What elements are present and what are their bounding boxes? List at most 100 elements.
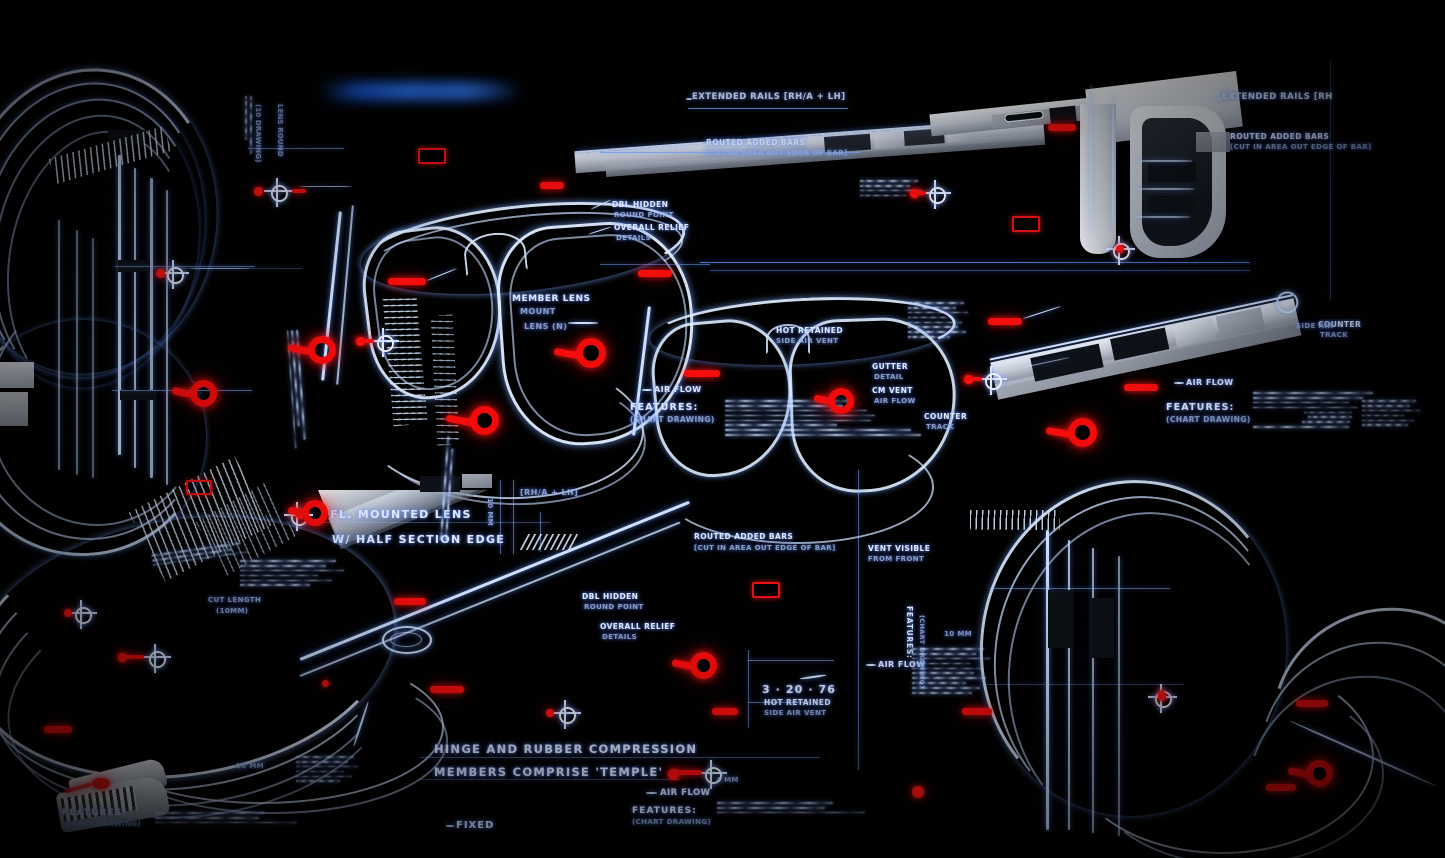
callout-tag[interactable] (712, 708, 738, 715)
label-hinge-line-1: HINGE AND RUBBER COMPRESSION (434, 742, 698, 756)
label-hot-retained-b: HOT RETAINED (764, 698, 831, 707)
label-date-stamp: 3 · 20 · 76 (762, 683, 837, 696)
label-hot-retained: HOT RETAINED (776, 326, 843, 335)
callout-crosshair[interactable] (1104, 234, 1136, 266)
label-routed-added-bars-mid: ROUTED ADDED BARS (694, 532, 794, 541)
divider-vertical-center (858, 470, 859, 770)
callout-crosshair[interactable] (118, 642, 172, 674)
features-subheading: (CHART DRAWING) (630, 415, 715, 424)
callout-tag[interactable] (540, 182, 564, 189)
callout-tag[interactable] (1266, 784, 1296, 791)
callout-tag[interactable] (638, 270, 672, 277)
features-heading-bottom-center: FEATURES: (632, 806, 697, 816)
features-heading-bottom-left: FEATURES: (62, 808, 127, 818)
callout-crosshair[interactable] (356, 326, 400, 358)
features-block-bottom-left: FEATURES: (CHART DRAWING) (62, 808, 141, 828)
callout-dot[interactable] (322, 680, 329, 687)
callout-box[interactable] (186, 480, 212, 495)
features-subheading-bottom-center: (CHART DRAWING) (632, 818, 712, 826)
callout-box[interactable] (1012, 216, 1040, 232)
features-block-right: FEATURES: (CHART DRAWING) (1166, 402, 1251, 424)
features-heading: FEATURES: (630, 402, 699, 413)
label-hot-retained-b-sub: SIDE AIR VENT (764, 709, 827, 717)
label-air-flow-1: AIR FLOW (1186, 378, 1234, 387)
label-twenty-mm: 20 MM (236, 762, 265, 770)
label-dbl-hidden-2-sub: ROUND POINT (584, 603, 644, 611)
label-dbl-hidden: DBL HIDDEN (612, 200, 669, 209)
scribble-notes-left-col (240, 560, 344, 589)
callout-tag[interactable] (684, 370, 720, 377)
label-overall-relief: OVERALL RELIEF (614, 223, 690, 232)
scribble-dimension-topleft (242, 96, 252, 154)
label-hinge-line-2: MEMBERS COMPRISE 'TEMPLE' (434, 765, 664, 779)
scribble-notes-bottom-left (296, 756, 358, 785)
label-fixed: FIXED (456, 820, 495, 831)
features-items-bottom-left (146, 812, 297, 827)
features-block-bottom-right: FEATURES: (CHART DRAWING) (905, 606, 999, 688)
label-side-air: SIDE AIR (1296, 322, 1334, 330)
callout-tag[interactable] (988, 318, 1022, 325)
label-vent-visible-sub: FROM FRONT (868, 555, 925, 563)
callout-crosshair[interactable] (546, 698, 582, 730)
callout-crosshair[interactable] (254, 176, 306, 208)
label-routed-added-bars-right-sub: [CUT IN AREA OUT EDGE OF BAR] (1230, 143, 1372, 151)
label-overall-relief-sub: DETAILS (616, 234, 652, 242)
features-subheading-right: (CHART DRAWING) (1166, 415, 1251, 424)
features-heading-right: FEATURES: (1166, 402, 1235, 413)
label-counter-track-b-sub: TRACK (1320, 331, 1349, 339)
callout-box[interactable] (752, 582, 780, 598)
label-routed-added-bars-top-sub: [CUT IN AREA OUT EDGE OF BAR] (706, 149, 848, 157)
label-routed-added-bars-right: ROUTED ADDED BARS (1230, 132, 1330, 141)
callout-tag[interactable] (430, 686, 464, 693)
callout-crosshair[interactable] (910, 178, 952, 210)
sketch-frame-bottomright (1211, 569, 1445, 858)
label-hot-retained-sub: SIDE AIR VENT (776, 337, 839, 345)
label-gutter-sub: DETAIL (874, 373, 904, 381)
callout-tag[interactable] (1296, 700, 1328, 707)
callout-tag[interactable] (962, 708, 992, 715)
label-ten-mm: 10 MM (486, 498, 494, 527)
callout-crosshair[interactable] (64, 598, 98, 630)
scribble-notes-bottom-right (912, 648, 990, 697)
scribble-notes-right-edge (1362, 400, 1420, 429)
callout-dot[interactable] (1158, 690, 1165, 697)
callout-tag[interactable] (394, 598, 426, 605)
features-items-bottom-center (708, 802, 865, 817)
callout-crosshair[interactable] (964, 364, 1008, 396)
label-cut-length: CUT LENGTH (208, 596, 262, 604)
render-eyewear-topright (929, 70, 1243, 270)
divider-horizontal-mid (700, 262, 1250, 263)
label-fl-mounted-lens-sub: W/ HALF SECTION EDGE (332, 533, 506, 546)
label-member-lens: MEMBER LENS (512, 294, 591, 304)
features-items-right (1244, 392, 1373, 431)
scribble-notes-center-top (908, 302, 968, 341)
label-extended-rails-right: EXTENDED RAILS [RH (1222, 92, 1333, 102)
callout-box[interactable] (418, 148, 446, 164)
features-block-bottom-center: FEATURES: (CHART DRAWING) (632, 806, 711, 826)
label-gutter: GUTTER (872, 362, 909, 371)
callout-tag[interactable] (388, 278, 426, 285)
label-lens-n: LENS (N) (524, 322, 568, 331)
label-ten-drawing: (10 DRAWING) (254, 104, 262, 163)
divider-horizontal-mid2 (710, 270, 1250, 271)
label-overall-relief-2-sub: DETAILS (602, 633, 638, 641)
label-air-flow-4: AIR FLOW (654, 385, 702, 394)
callout-crosshair[interactable] (668, 758, 728, 790)
label-counter-track-sub: TRACK (926, 423, 955, 431)
label-overall-relief-2: OVERALL RELIEF (600, 622, 676, 631)
callout-tag[interactable] (44, 726, 72, 733)
label-counter-track: COUNTER (924, 412, 968, 421)
screen-reflection-glow-2 (410, 86, 520, 96)
callout-dot[interactable] (912, 786, 924, 798)
label-vent-visible: VENT VISIBLE (868, 544, 931, 553)
callout-tag[interactable] (1048, 124, 1076, 131)
label-cm-vent: CM VENT (872, 386, 913, 395)
features-block-center: FEATURES: (CHART DRAWING) (630, 402, 715, 424)
label-extended-rails-left: EXTENDED RAILS [RH/A + LH] (692, 92, 846, 102)
callout-crosshair[interactable] (1146, 682, 1178, 714)
label-cut-length-sub: (10MM) (216, 607, 249, 615)
callout-crosshair[interactable] (156, 258, 190, 290)
callout-tag[interactable] (1124, 384, 1158, 391)
label-dbl-hidden-sub: ROUND POINT (614, 211, 674, 219)
